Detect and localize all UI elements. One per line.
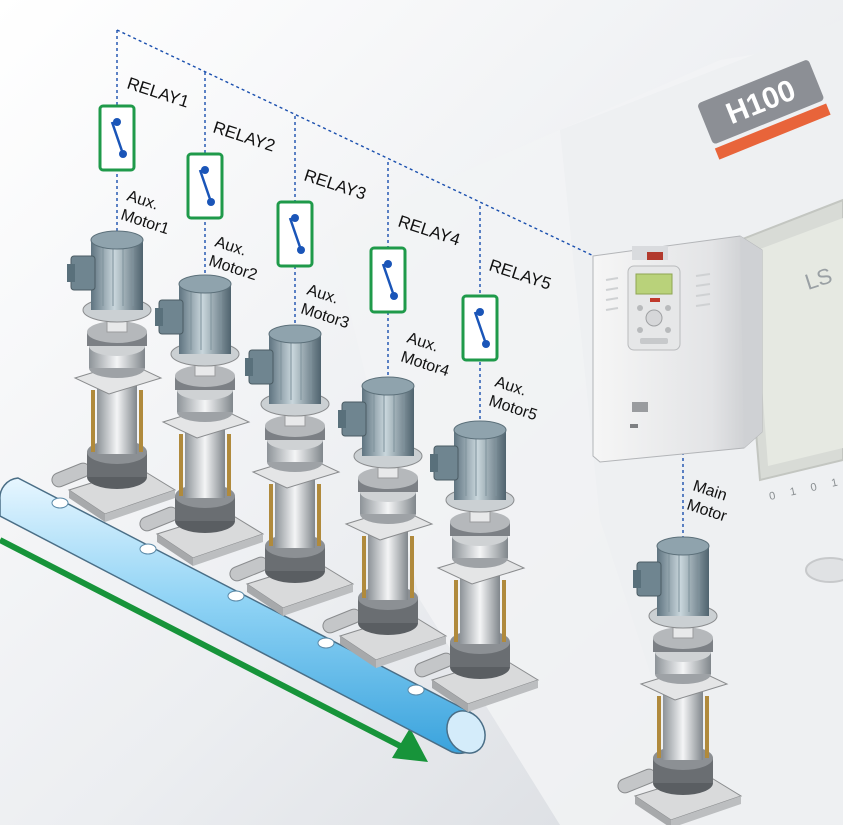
model-badge-box (698, 60, 824, 144)
relay-switch-icon (186, 152, 224, 220)
flow-direction-arrow-icon (0, 537, 428, 762)
badge-stripe (714, 103, 831, 160)
relay-switch-icon (369, 246, 407, 314)
header-pipe (0, 477, 486, 755)
relay-switch-icon (98, 104, 136, 172)
relay-switch-icon (276, 200, 314, 268)
inverter-drive-icon (592, 235, 763, 463)
inverter-backdrop: H100 LS 0 1 0 1 (330, 20, 843, 825)
relay-switch-icon (461, 294, 499, 362)
